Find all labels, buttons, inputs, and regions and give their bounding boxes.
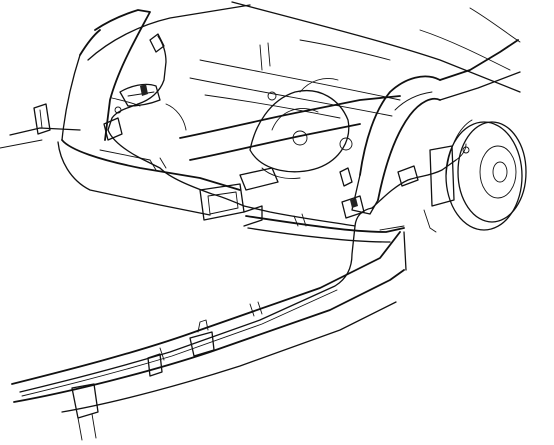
- rear-axle-housing: [179, 78, 401, 191]
- right-frame-rail: [351, 39, 521, 215]
- brake-line: [19, 35, 457, 397]
- brake-hose-junction: [103, 33, 187, 141]
- rear-hose-junction: [339, 143, 470, 219]
- line-clips: [149, 157, 307, 361]
- left-frame-rail: [57, 9, 241, 216]
- floor-pan: [87, 1, 521, 119]
- crossmember-bracket: [199, 183, 263, 227]
- foreground-frame-rail: [11, 215, 407, 441]
- left-rocker-sill: [0, 103, 81, 149]
- brake-drum: [423, 119, 527, 233]
